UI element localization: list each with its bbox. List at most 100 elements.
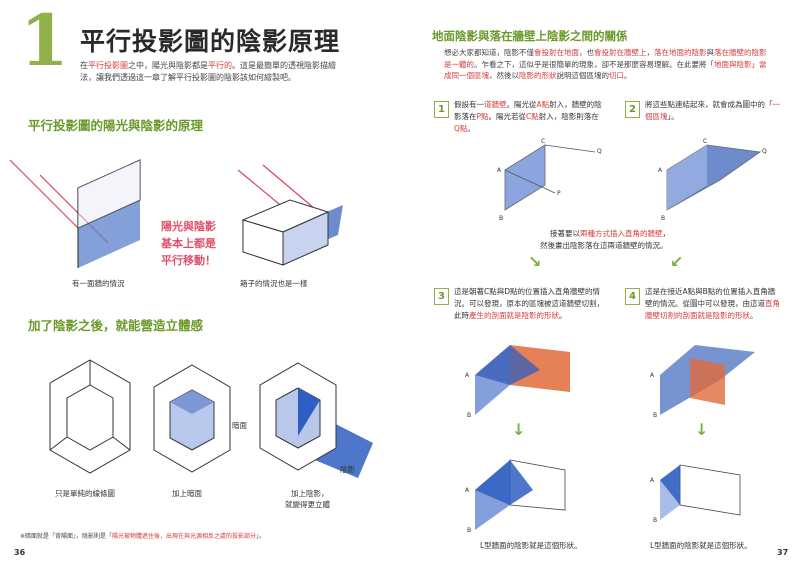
box-shadow-figure [237, 164, 343, 266]
step-text-part: 射入，牆壁的陰影落在 [454, 100, 602, 121]
ray [504, 169, 556, 194]
point-label: A [465, 487, 470, 494]
figure-caption: 就變得更立體 [285, 500, 330, 509]
intro-highlight: 平行的 [208, 61, 232, 70]
step-number: 4 [625, 288, 640, 305]
shadow [475, 460, 533, 505]
step-text: 這是朝著C點與D點的位置插入直角牆壁的情況。可以發現，原本的區塊被這道牆壁切割，… [454, 286, 604, 322]
point-label: C [541, 138, 545, 145]
callout: 陽光與陰影 基本上都是 平行移動！ [161, 218, 216, 269]
right-page: 地面陰影與落在牆壁上陰影之間的關係 想必大家都知道，陰影不僅會投射在地面，也會投… [400, 0, 799, 564]
intro-text: ， [646, 48, 655, 57]
inner-hex [66, 384, 114, 451]
step-text-part: 。陽光從 [506, 100, 537, 109]
intro-highlight: 會投射在牆壁上 [594, 48, 647, 57]
l-wall [679, 464, 741, 516]
step-highlight: 一個區塊 [645, 100, 780, 121]
step-text-part: 。陽光若從 [488, 112, 527, 121]
figure-caption: L型牆面的陰影就是這個形狀。 [650, 541, 752, 550]
right-heading: 地面陰影與落在牆壁上陰影之間的關係 [432, 29, 628, 43]
step2-figure: C Q A B [658, 138, 767, 222]
step-highlight: 直角牆壁切割的剖面就是陰影的形狀 [645, 299, 780, 320]
orange-wall [690, 358, 725, 405]
figure-caption: 只是單純的線條圖 [55, 489, 115, 498]
arrow-down-icon: ↓ [695, 420, 709, 439]
point-label: B [653, 412, 657, 419]
step1-figure: C Q A P B [497, 138, 602, 222]
point-label: Q [597, 148, 602, 155]
section-heading-depth: 加了陰影之後，就能營造立體感 [28, 318, 204, 333]
ground-shadow [78, 200, 140, 268]
step-number: 2 [625, 101, 640, 118]
chapter-number: 1 [20, 0, 69, 82]
page-title: 平行投影圖的陰影原理 [80, 27, 341, 56]
figure-caption: L型牆面的陰影就是這個形狀。 [480, 541, 582, 550]
figure-caption: 加上暗面 [172, 489, 202, 498]
step4-figure: A B [650, 345, 755, 419]
dark-face [170, 390, 214, 414]
arrow-down-icon: ↘ [528, 252, 542, 271]
point-label: B [661, 215, 665, 222]
step-text: 將這些點連結起來，就會成為圖中的「一個區塊」。 [645, 99, 780, 123]
edge [49, 436, 68, 451]
point-label: A [465, 372, 470, 379]
point-label: B [499, 215, 503, 222]
intro-text: 與 [706, 48, 715, 57]
transition-line: 接著要以兩種方式插入直角的牆壁， [550, 228, 670, 240]
intro-paragraph: 在平行投影圖之中，陽光與陰影都是平行的。這是最簡單的透視陰影描繪法，讓我們透過這… [80, 60, 350, 84]
intro-text: ，也 [579, 48, 594, 57]
callout-line: 基本上都是 [161, 237, 216, 250]
intro-highlight: 會投射在地面 [534, 48, 579, 57]
step-highlight: 產生的剖面就是陰影的形狀 [469, 311, 559, 320]
point-label: C [703, 138, 707, 145]
step-number: 1 [434, 101, 449, 118]
point-label: A [650, 372, 655, 379]
figure-caption: 加上陰影， [291, 489, 329, 498]
point-label: P [557, 190, 561, 197]
wall [667, 145, 707, 210]
step-text: 假設有一道牆壁。陽光從A點射入，牆壁的陰影落在P點。陽光若從C點射入，陰影則落在… [454, 99, 604, 135]
step-highlight: A點 [536, 100, 550, 109]
transition-line: 然後畫出陰影落在這兩道牆壁的情況。 [540, 241, 668, 250]
point-label: B [467, 412, 471, 419]
point-label: A [658, 167, 663, 174]
transition-text: 接著要以 [550, 229, 580, 238]
page-number: 36 [14, 548, 26, 557]
step-text-part: 這是朝著C點與D點的位置插入直角牆壁的情況。可以發現，原本的區塊被這道牆壁切割，… [454, 287, 604, 320]
line-drawing-figure [49, 359, 131, 474]
intro-text: 之中，陽光與陰影都是 [128, 61, 208, 70]
step-highlight: Q點 [454, 124, 468, 133]
intro-text: 想必大家都知道，陰影不僅 [444, 48, 534, 57]
step4-result-figure: A B [650, 464, 741, 524]
light-ray [9, 159, 79, 229]
intro-text: 在 [80, 61, 88, 70]
intro-highlight: 落在地面的陰影 [654, 48, 707, 57]
transition-text: ， [662, 229, 671, 238]
point-label: B [653, 517, 657, 524]
intro-highlight: 平行投影圖 [88, 61, 128, 70]
point-label: Q [762, 148, 767, 155]
intro-highlight: 陰影的形狀 [519, 71, 557, 80]
orange-wall [510, 345, 570, 392]
step-text: 這是在接近A點與B點的位置插入直角牆壁的情況。從圖中可以發現，由這道直角牆壁切割… [645, 286, 780, 322]
point-label: B [467, 527, 471, 534]
callout-line: 平行移動！ [161, 254, 216, 267]
shadow-figure [259, 362, 373, 478]
figure-caption: 箱子的情況也是一樣 [240, 279, 308, 288]
step-text-part: 。 [467, 124, 475, 133]
label-shadow: 陰影 [340, 465, 355, 474]
ray [544, 144, 596, 153]
label-dark-side: 暗面 [232, 421, 247, 430]
step-text-part: 這是在接近A點與B點的位置插入直角牆壁的情況。從圖中可以發現，由這道 [645, 287, 776, 308]
intro-text: 。 [624, 71, 632, 80]
left-page: 1 平行投影圖的陰影原理 在平行投影圖之中，陽光與陰影都是平行的。這是最簡單的透… [0, 0, 399, 564]
step-text-part: 將這些點連結起來，就會成為圖中的「 [645, 100, 773, 109]
intro-highlight: 切口 [609, 71, 624, 80]
outer-hex [49, 359, 131, 474]
right-intro: 想必大家都知道，陰影不僅會投射在地面，也會投射在牆壁上，落在地面的陰影與落在牆壁… [444, 47, 769, 82]
arrow-down-icon: ↙ [670, 252, 684, 271]
step3-result-figure: A B [465, 459, 566, 534]
section-heading-principle: 平行投影圖的陽光與陰影的原理 [28, 118, 204, 133]
inner-shadow [298, 388, 320, 436]
footnote-highlight: 陽光被物體遮住後，出現在與光源相反之處的投影部分 [112, 533, 257, 540]
